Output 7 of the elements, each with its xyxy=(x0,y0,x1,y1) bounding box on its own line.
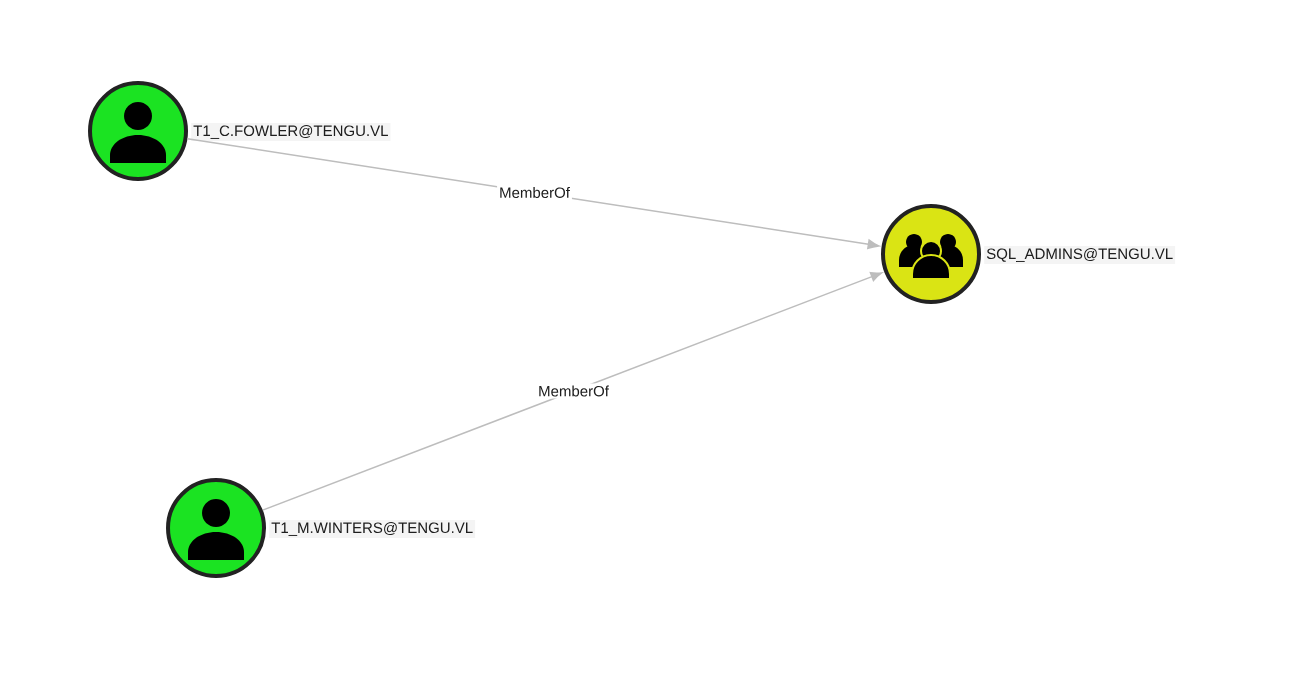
node-label: T1_M.WINTERS@TENGU.VL xyxy=(269,520,476,538)
arrow xyxy=(186,137,880,250)
edge-label: MemberOf xyxy=(539,385,609,397)
arrow xyxy=(261,272,883,511)
node-label: T1_C.FOWLER@TENGU.VL xyxy=(191,123,391,141)
node-label: SQL_ADMINS@TENGU.VL xyxy=(984,246,1176,264)
edge-label: MemberOf xyxy=(500,187,570,198)
